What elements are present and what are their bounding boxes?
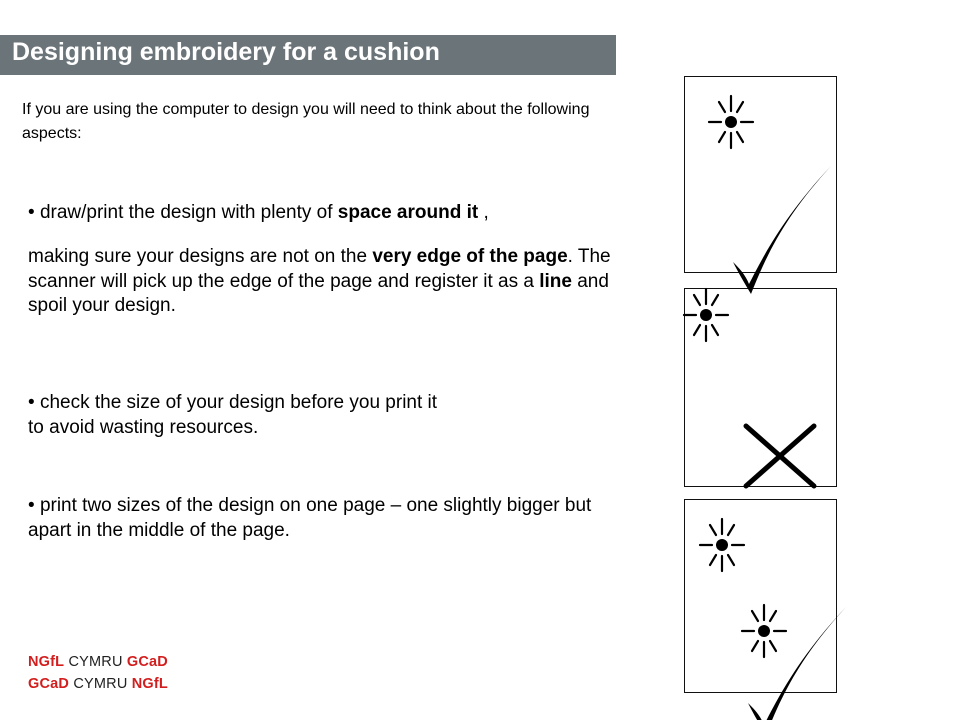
page-frame-correct-1 [684,76,837,273]
page-title: Designing embroidery for a cushion [12,38,440,66]
bullet-2: • [28,392,35,413]
p1-suffix: , [478,202,489,223]
bullet-space-around: • draw/print the design with plenty of s… [28,201,628,226]
page-frame-wrong [684,288,837,487]
logo1-c: GCaD [126,654,168,670]
logo2-c: NGfL [131,676,168,692]
logo1-b: CYMRU [64,654,127,670]
p2-bold1: very edge of the page [372,246,568,267]
p3-line2: to avoid wasting resources. [28,416,259,438]
bullet-3: • [28,495,35,516]
p1-prefix: draw/print the design with plenty of [39,202,338,223]
logo2-b: CYMRU [69,676,132,692]
p2-bold2: line [539,270,572,292]
p3-line1: check the size of your design before you… [39,392,438,413]
bullet-1: • [28,202,35,223]
logo-gcad-cymru-ngfl: GCaD CYMRU NGfL [28,676,168,692]
title-bar: Designing embroidery for a cushion [0,35,616,75]
logo2-a: GCaD [28,676,70,692]
p2-b: . The scanner will pick up the edge of t… [28,246,611,292]
paragraph-edge-warning: making sure your designs are not on the … [28,245,628,319]
p1-bold: space around it [337,202,479,223]
p4-text: print two sizes of the design on one pag… [28,495,592,541]
p2-c: and spoil your design. [28,270,609,317]
logo1-a: NGfL [28,654,65,670]
intro-text: If you are using the computer to design … [22,101,590,142]
page-frame-correct-2 [684,499,837,693]
p2-a: making sure your designs are not on the [28,246,373,267]
bullet-two-sizes: • print two sizes of the design on one p… [28,494,598,543]
bullet-check-size: • check the size of your design before y… [28,391,588,440]
logo-ngfl-cymru-gcad: NGfL CYMRU GCaD [28,654,168,670]
